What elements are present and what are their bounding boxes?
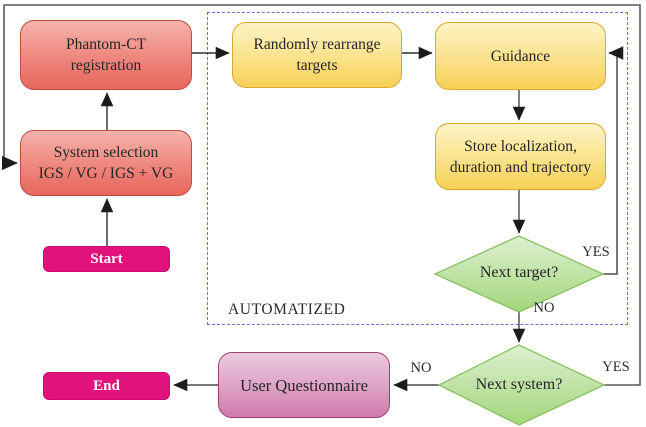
label-next-system-no: NO (410, 360, 432, 376)
node-start: Start (43, 246, 170, 272)
node-label: registration (70, 57, 142, 74)
decision-next-target-label: Next target? (479, 264, 559, 281)
node-label: Start (90, 250, 123, 267)
node-label: duration and trajectory (449, 158, 592, 176)
node-guidance: Guidance (435, 22, 606, 90)
connector-next-target-yes-loop (603, 46, 624, 275)
node-phantom-ct-registration: Phantom-CT registration (20, 20, 192, 90)
node-label: System selection (53, 144, 159, 161)
label-next-target-yes: YES (582, 244, 610, 260)
node-store-localization: Store localization, duration and traject… (435, 123, 606, 190)
node-label: Guidance (490, 47, 551, 65)
label-next-system-yes: YES (602, 359, 630, 375)
automatized-label: AUTOMATIZED (228, 301, 346, 318)
node-user-questionnaire: User Questionnaire (218, 352, 390, 418)
node-label: IGS / VG / IGS + VG (38, 165, 174, 182)
node-label: Store localization, (464, 137, 577, 155)
node-label: targets (296, 57, 338, 74)
decision-next-target-shape (433, 235, 605, 313)
node-label: User Questionnaire (240, 375, 368, 395)
node-system-selection: System selection IGS / VG / IGS + VG (20, 130, 192, 196)
connector-next-system-yes-loop (1, 4, 641, 386)
automatized-region (207, 12, 628, 325)
node-label: Randomly rearrange (253, 36, 381, 53)
decision-next-system-shape (437, 344, 606, 426)
node-label: Phantom-CT (65, 36, 147, 53)
node-end: End (43, 372, 170, 400)
node-randomly-rearrange-targets: Randomly rearrange targets (232, 22, 402, 88)
label-next-target-no: NO (533, 300, 555, 316)
decision-next-system-label: Next system? (475, 376, 563, 393)
node-label: End (93, 377, 120, 394)
